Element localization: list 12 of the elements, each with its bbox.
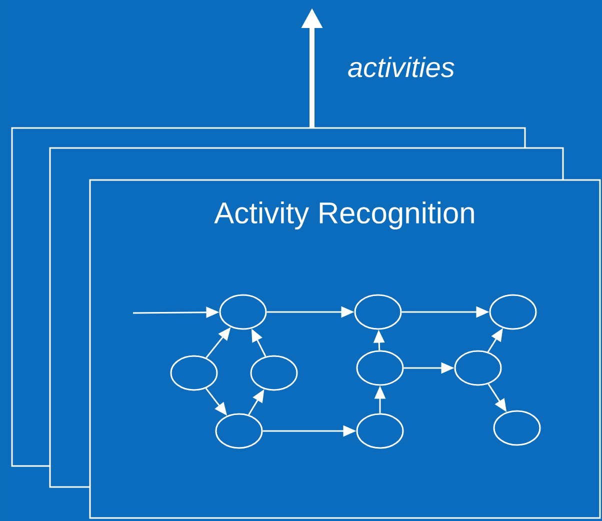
edge-label: activities	[348, 56, 454, 78]
state-ellipse	[356, 413, 404, 449]
state-ellipse	[489, 294, 537, 330]
state-ellipse	[215, 413, 263, 449]
state-ellipse	[219, 294, 267, 330]
state-ellipse	[493, 410, 541, 446]
state-ellipse	[170, 355, 218, 391]
state-ellipse	[454, 350, 502, 386]
stacked-panels: Activity Recognition	[11, 127, 601, 519]
state-ellipse	[354, 294, 402, 330]
state-ellipse	[356, 350, 404, 386]
state-ellipse	[250, 355, 298, 391]
